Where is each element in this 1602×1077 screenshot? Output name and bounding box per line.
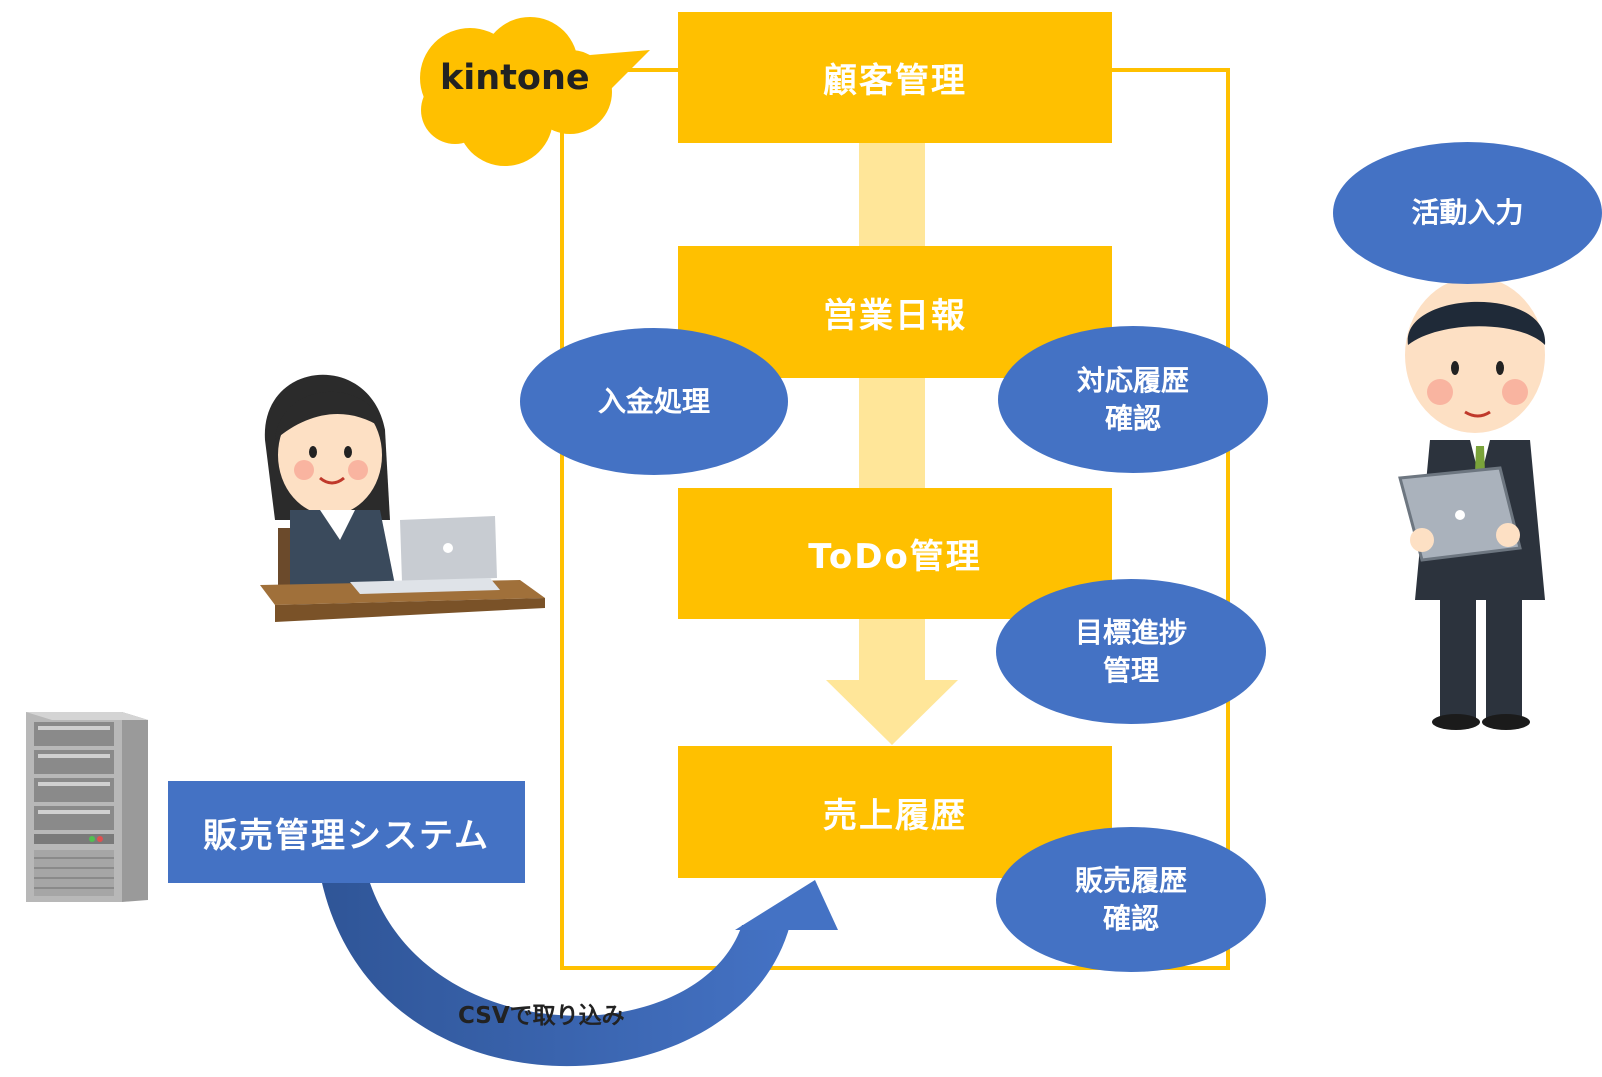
office-worker-illustration bbox=[260, 374, 545, 622]
businessman-illustration bbox=[1398, 277, 1546, 730]
box-customer-management: 顧客管理 bbox=[678, 12, 1112, 143]
oval-target-progress-management: 目標進捗 管理 bbox=[996, 579, 1266, 724]
flow-arrow bbox=[826, 140, 958, 745]
oval-payment-processing: 入金処理 bbox=[520, 328, 788, 475]
kintone-logo: kintone bbox=[440, 58, 590, 98]
server-icon bbox=[26, 712, 148, 902]
oval-response-history-check: 対応履歴 確認 bbox=[998, 326, 1268, 473]
sales-management-system-box: 販売管理システム bbox=[168, 781, 525, 883]
oval-sales-history-check: 販売履歴 確認 bbox=[996, 827, 1266, 972]
csv-import-arrow bbox=[322, 880, 838, 1067]
kintone-cloud-icon bbox=[420, 17, 650, 166]
oval-activity-input: 活動入力 bbox=[1333, 142, 1602, 284]
csv-import-label: CSVで取り込み bbox=[458, 1003, 625, 1029]
